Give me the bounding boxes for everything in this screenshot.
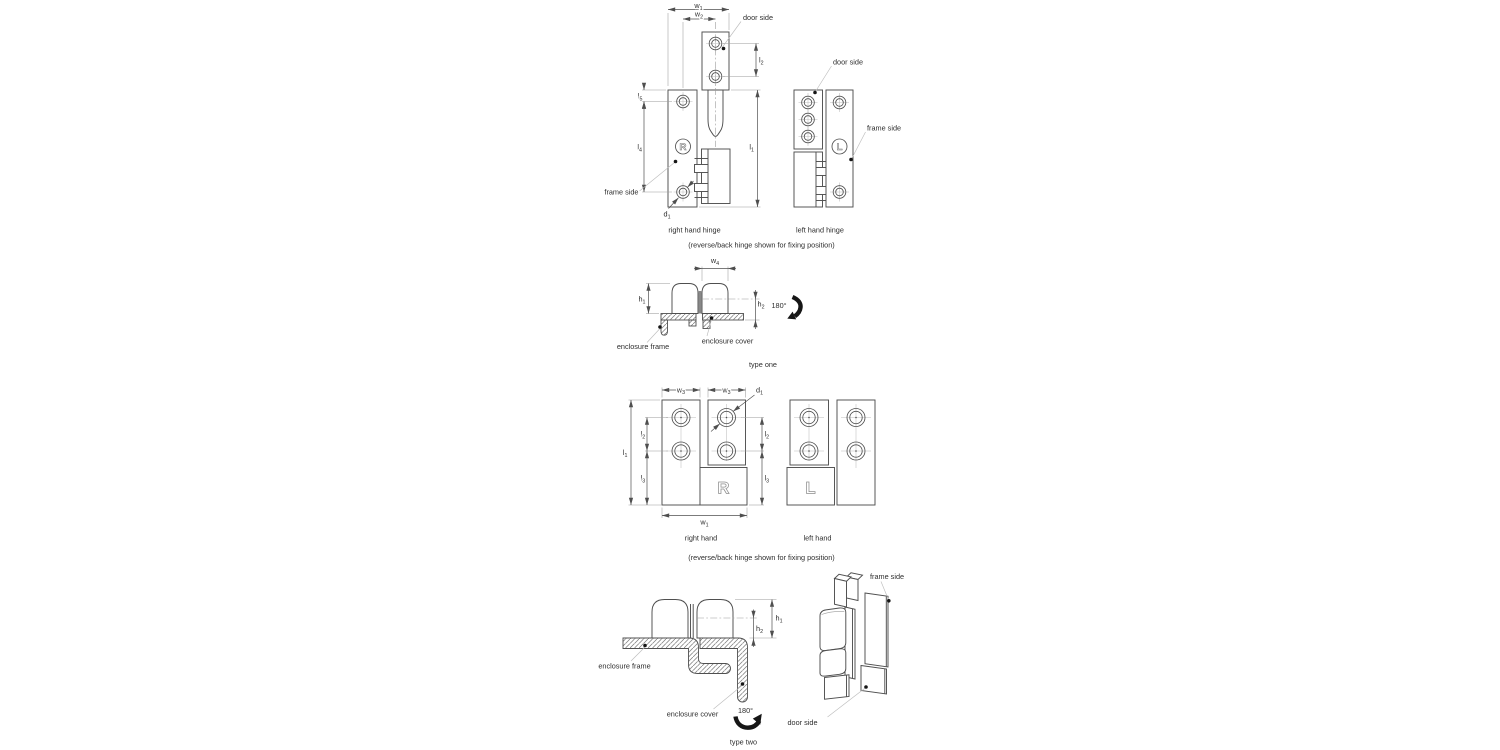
section-type-two-views: R w3 w3 d1 l1 l2 l3 l2 l3 w1 xyxy=(623,384,876,562)
label-rotation-angle: 180° xyxy=(772,301,787,310)
left-hand-hinge-drawing: L xyxy=(793,89,854,208)
dimensions-type-two: h1 h2 xyxy=(735,599,783,647)
label-frame-side: frame side xyxy=(604,188,638,197)
dim-label-l4: l4 xyxy=(637,143,642,154)
frame-panel-3d xyxy=(864,592,889,668)
dim-label-d1: d1 xyxy=(756,386,763,397)
enclosure-frame-sheet xyxy=(622,637,731,674)
label-frame-side: frame side xyxy=(867,124,901,133)
dim-label-h2: h2 xyxy=(758,300,765,311)
label-door-side: door side xyxy=(743,13,773,22)
cover-leaf-3d xyxy=(844,606,856,680)
caption-left-hand-hinge: left hand hinge xyxy=(796,226,844,235)
hinge-knuckle-left xyxy=(651,599,689,639)
upper-knuckle-3d xyxy=(819,607,847,652)
dimensions-right-hand-hinge: w1 w2 l2 l1 l5 l4 d1 xyxy=(636,0,764,221)
label-enclosure-frame: enclosure frame xyxy=(598,662,650,671)
right-hand-marker: R xyxy=(675,138,691,155)
hinge-knuckle-left xyxy=(671,283,699,314)
rotation-arrow xyxy=(787,294,803,320)
rotation-arrow xyxy=(733,713,762,730)
label-enclosure-cover: enclosure cover xyxy=(667,710,719,719)
hinge-knuckle-right xyxy=(701,283,729,314)
knuckle-tooth xyxy=(694,164,709,173)
label-frame-side: frame side xyxy=(870,572,904,581)
dim-label-w4: w4 xyxy=(710,256,719,267)
knuckle-body xyxy=(793,151,823,208)
dim-label-l5: l5 xyxy=(638,92,643,103)
enclosure-cover-sheet xyxy=(702,313,744,321)
hinge-pin xyxy=(707,89,724,137)
dim-label-w1: w1 xyxy=(693,1,702,12)
enclosure-frame-flange xyxy=(660,319,668,336)
dim-label-l1: l1 xyxy=(749,143,754,154)
knuckle-body xyxy=(701,148,731,204)
dim-label-w2: w2 xyxy=(694,10,703,21)
caption-type-two: type two xyxy=(730,738,757,747)
caption-type-one: type one xyxy=(749,360,777,369)
section-type-one: w4 h1 h2 180° enclosure frame enclosure … xyxy=(617,255,803,369)
isometric-hinge-view: frame side door side xyxy=(788,572,905,727)
hinge-knuckle-right xyxy=(696,599,734,639)
right-hand-drawing: R xyxy=(661,399,748,506)
letter-r: R xyxy=(680,142,687,153)
dim-label-l3: l3 xyxy=(641,474,646,485)
caption-fixing-note: (reverse/back hinge shown for fixing pos… xyxy=(688,241,834,250)
label-door-side: door side xyxy=(833,58,863,67)
dimensions-type-one: w4 h1 h2 xyxy=(638,255,765,329)
dim-label-l3: l3 xyxy=(765,474,770,485)
door-strap-3d xyxy=(824,674,850,700)
label-enclosure-frame: enclosure frame xyxy=(617,342,669,351)
cover-lip xyxy=(702,319,711,329)
caption-right-hand-hinge: right hand hinge xyxy=(668,226,720,235)
knuckle-tooth xyxy=(694,183,709,192)
frame-angle-leg-3d xyxy=(834,577,847,608)
frame-lip xyxy=(688,319,697,327)
dim-label-l2: l2 xyxy=(759,56,764,67)
dim-label-d1: d1 xyxy=(664,210,671,221)
frame-plate xyxy=(667,89,698,208)
dim-label-w1: w1 xyxy=(699,518,708,529)
dimensions-right-hand: w3 w3 d1 l1 l2 l3 l2 l3 w1 xyxy=(623,384,770,529)
dim-label-h1: h1 xyxy=(776,614,783,625)
caption-left-hand: left hand xyxy=(804,534,832,543)
left-hand-marker: L xyxy=(831,138,848,155)
enclosure-frame-sheet xyxy=(660,313,697,321)
lower-knuckle-3d xyxy=(819,648,847,677)
enclosure-cover-sheet xyxy=(699,637,748,703)
label-door-side: door side xyxy=(788,718,818,727)
dim-label-l2: l2 xyxy=(641,430,646,441)
dim-label-l2: l2 xyxy=(765,430,770,441)
caption-right-hand: right hand xyxy=(685,534,717,543)
caption-fixing-note: (reverse/back hinge shown for fixing pos… xyxy=(688,553,834,562)
label-enclosure-cover: enclosure cover xyxy=(702,337,754,346)
label-rotation-angle: 180° xyxy=(738,706,753,715)
door-panel-3d xyxy=(860,664,887,695)
left-hand-drawing: L xyxy=(786,399,876,506)
hinge-block xyxy=(786,467,835,506)
dim-label-h1: h1 xyxy=(638,295,645,306)
hinge-block xyxy=(699,467,748,506)
dim-label-w3: w3 xyxy=(676,385,685,396)
letter-l-mark: L xyxy=(805,480,815,498)
letter-r-mark: R xyxy=(718,480,730,498)
dim-label-l1: l1 xyxy=(623,448,628,459)
letter-l: L xyxy=(837,142,843,153)
dim-label-h2: h2 xyxy=(756,624,763,635)
section-type-two: h1 h2 enclosure frame enclosure cover 18… xyxy=(598,572,904,747)
right-hand-hinge-drawing: R xyxy=(667,22,731,208)
dim-label-w3: w3 xyxy=(721,385,730,396)
frame-edge-face-3d xyxy=(846,576,859,602)
section-back-hinges: R w1 w2 l2 l1 l5 l4 d1 door side frame xyxy=(604,0,901,250)
